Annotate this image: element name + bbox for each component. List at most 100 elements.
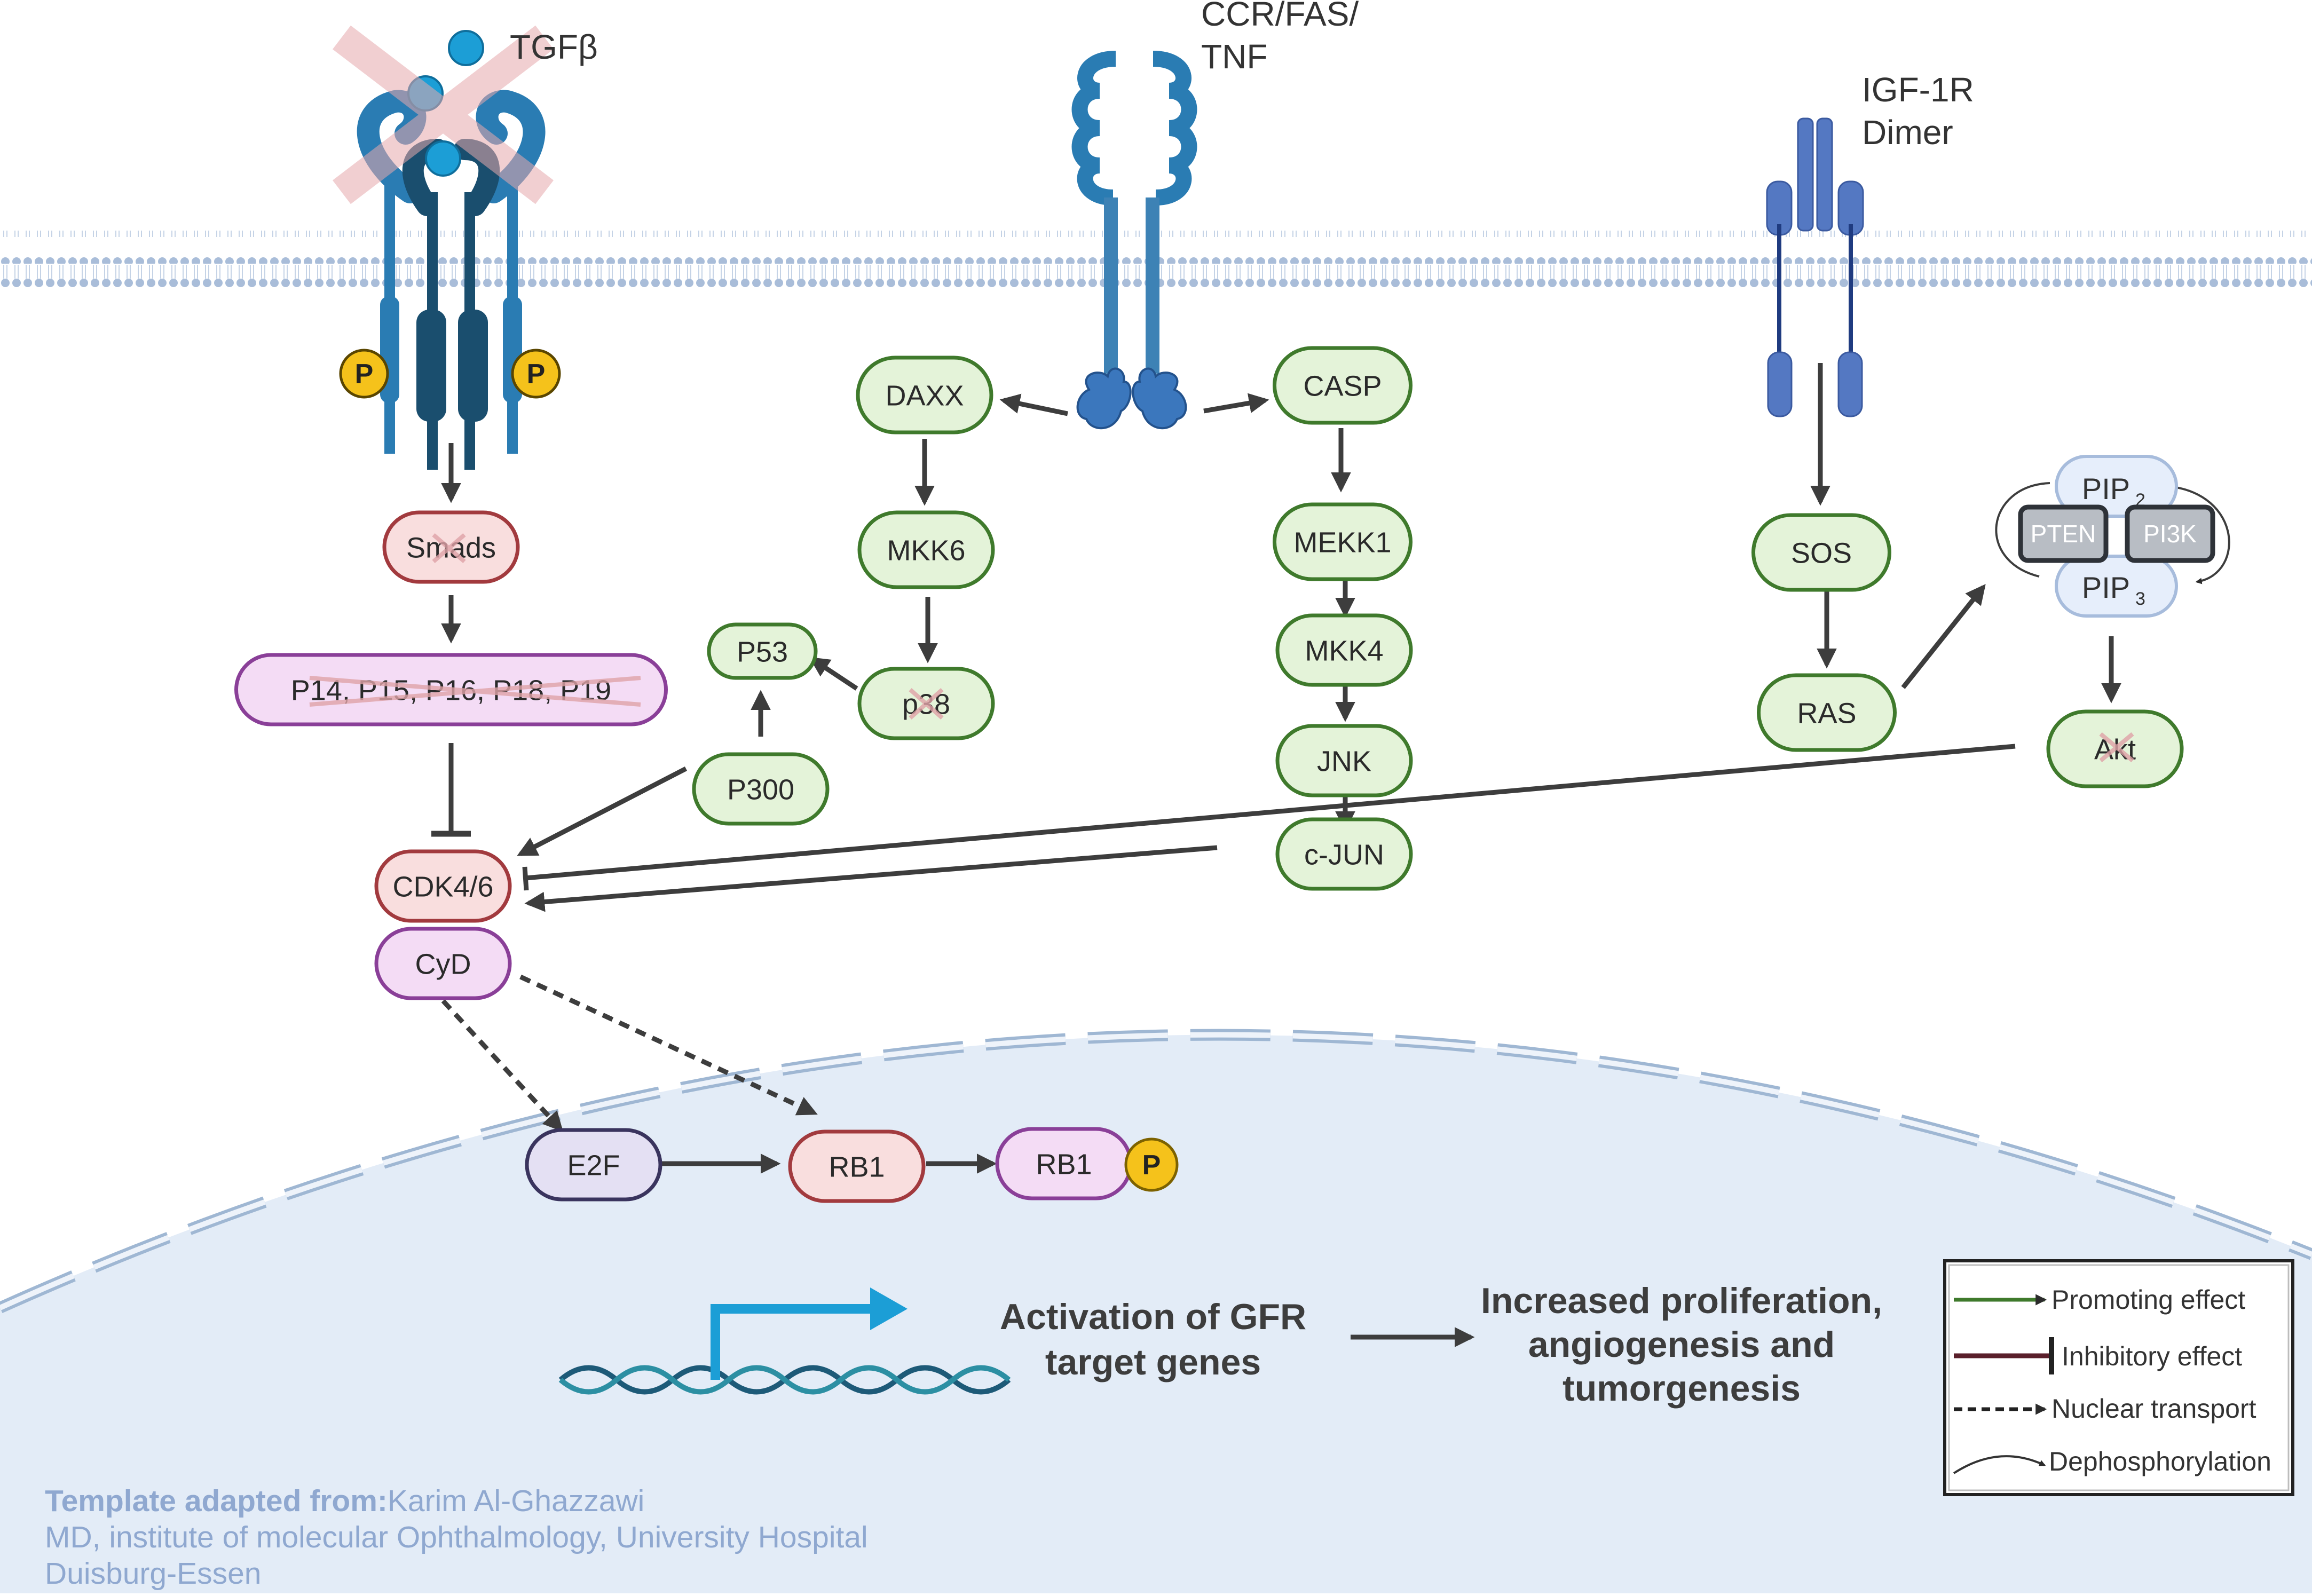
cjun-node: c-JUN [1275, 817, 1413, 891]
igf-label-line1: IGF-1R [1862, 70, 1974, 109]
activation-text-line2: target genes [1045, 1342, 1261, 1382]
cyd-node: CyD [374, 927, 512, 1000]
outcome-text-line1: Increased proliferation, [1481, 1281, 1882, 1321]
ras-node-shape [1757, 673, 1897, 752]
pip-complex: PIP 2 PIP 3 PTEN PI3K [2018, 455, 2215, 618]
ccr-label-line2: TNF [1201, 37, 1267, 76]
rb1p-node-label: RB1 [1036, 1148, 1092, 1180]
tgfb-ligand [448, 30, 484, 66]
mekk1-node-label: MEKK1 [1293, 526, 1391, 558]
dashed-cyd-e2f [441, 999, 564, 1132]
ras-node-label: RAS [1797, 697, 1856, 729]
cdk-node: CDK4/6 [374, 849, 512, 923]
inhibit-akt-cdk [525, 744, 2016, 881]
credit-label: Template adapted from: [45, 1484, 388, 1518]
phospho-left: P [339, 349, 389, 399]
rb1-node: RB1 [788, 1129, 926, 1203]
dephos-arc-left [1995, 482, 2050, 578]
e2f-node-shape [525, 1128, 662, 1202]
node-crosses [309, 533, 2134, 763]
rb1p-node: RB1 [995, 1127, 1133, 1200]
p53-node-label: P53 [737, 636, 788, 668]
rb1-node-label: RB1 [828, 1151, 885, 1183]
cyd-node-label: CyD [415, 948, 471, 980]
svg-text:P: P [527, 359, 546, 390]
template-credit: Template adapted from:Karim Al-Ghazzawi … [45, 1483, 1006, 1592]
sos-node-shape [1751, 513, 1891, 592]
credit-author: Karim Al-Ghazzawi [387, 1484, 645, 1518]
mkk6-node-label: MKK6 [887, 534, 965, 566]
pathway-nodes: SmadsP14, P15, P16, P18, P19CDK4/6CyDDAX… [234, 346, 2184, 1203]
outcome-text-line2: angiogenesis and [1528, 1324, 1835, 1365]
cyd-node-shape [374, 927, 512, 1000]
svg-text:P: P [355, 359, 374, 390]
pten-label: PTEN [2031, 520, 2096, 548]
jnk-node: JNK [1275, 724, 1413, 797]
cdk-node-label: CDK4/6 [392, 871, 493, 903]
jnk-node-label: JNK [1317, 745, 1371, 777]
arrow-receptor-daxx [999, 393, 1068, 416]
e2f-node: E2F [525, 1128, 662, 1202]
e2f-node-label: E2F [567, 1149, 620, 1181]
legend-inhibitory: Inhibitory effect [2062, 1341, 2242, 1371]
svg-text:3: 3 [2135, 589, 2145, 609]
p300-node-shape [692, 752, 830, 826]
pathway-arrows [431, 363, 2230, 1347]
arrow-ras-pip [1901, 584, 1986, 689]
mkk4-node: MKK4 [1275, 613, 1413, 687]
casp-node-shape [1273, 346, 1413, 425]
casp-node: CASP [1273, 346, 1413, 425]
pip3-label: PIP [2082, 571, 2130, 604]
cdk-node-shape [374, 849, 512, 923]
inhibit-bar-akt [522, 866, 529, 891]
daxx-node-label: DAXX [885, 380, 964, 412]
ras-node: RAS [1757, 673, 1897, 752]
outcome-text-line3: tumorgenesis [1563, 1368, 1801, 1409]
cjun-node-label: c-JUN [1304, 839, 1384, 871]
credit-affiliation: MD, institute of molecular Ophthalmology… [45, 1520, 868, 1554]
p300-node: P300 [692, 752, 830, 826]
mekk1-node: MEKK1 [1273, 502, 1413, 581]
casp-node-label: CASP [1303, 370, 1382, 402]
sos-node-label: SOS [1791, 537, 1852, 569]
rb1-node-shape [788, 1129, 926, 1203]
dephos-arc-right [2156, 485, 2230, 584]
tgfb-label: TGFβ [510, 28, 598, 66]
igf-label-line2: Dimer [1862, 113, 1953, 152]
credit-city: Duisburg-Essen [45, 1557, 262, 1591]
legend: Promoting effect Inhibitory effect Nucle… [1943, 1259, 2294, 1496]
mkk4-node-shape [1275, 613, 1413, 687]
pip2-node [2055, 455, 2178, 518]
mekk1-node-shape [1273, 502, 1413, 581]
pip2-label: PIP [2082, 472, 2130, 505]
mkk4-node-label: MKK4 [1305, 635, 1383, 667]
tgfb-receptor: P P [333, 25, 561, 470]
arrow-receptor-casp [1203, 393, 1269, 414]
legend-nuclear: Nuclear transport [2051, 1394, 2256, 1424]
legend-dephos: Dephosphorylation [2049, 1447, 2271, 1476]
daxx-node-shape [856, 355, 993, 434]
mkk6-node-shape [857, 510, 995, 589]
svg-text:P: P [1142, 1150, 1161, 1181]
activation-text-line1: Activation of GFR [1000, 1297, 1306, 1337]
phospho-right: P [511, 349, 561, 399]
p53-node: P53 [707, 622, 818, 680]
pten-node [2018, 504, 2109, 563]
ccr-label-line1: CCR/FAS/ [1201, 0, 1359, 33]
legend-promoting: Promoting effect [2051, 1285, 2245, 1315]
dna-helix [558, 1287, 1011, 1395]
cjun-node-shape [1275, 817, 1413, 891]
pip3-node [2055, 555, 2178, 618]
mkk6-node: MKK6 [857, 510, 995, 589]
p300-node-label: P300 [727, 773, 794, 805]
tgfb-blocked-cross [333, 25, 554, 204]
rb1-phospho: P [1124, 1137, 1179, 1192]
igf1r-dimer [1766, 117, 1864, 417]
pi3k-node [2125, 504, 2215, 563]
arrow-p300-cdk [517, 767, 688, 856]
jnk-node-shape [1275, 724, 1413, 797]
promoter-arrow [711, 1304, 875, 1380]
pi3k-label: PI3K [2143, 520, 2197, 548]
legend-dephos-swatch [1953, 1455, 2046, 1474]
